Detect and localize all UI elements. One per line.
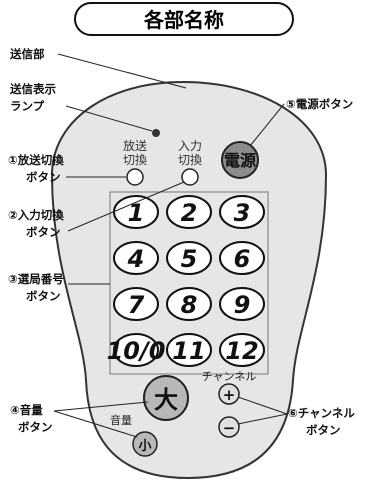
power-button-label: 電源 [224, 151, 256, 170]
label-broadcast-2: ボタン [26, 170, 61, 184]
leader-volume-down [53, 410, 138, 438]
leader-input [67, 181, 185, 232]
leader-channel-down [237, 413, 288, 425]
channel-down-button[interactable] [218, 416, 240, 438]
number-key-label: 11 [172, 337, 205, 365]
leader-channel-up [237, 396, 288, 415]
number-key[interactable]: 11 [166, 333, 212, 367]
number-key[interactable]: 8 [166, 287, 212, 321]
transmit-lamp [152, 129, 160, 137]
power-button[interactable] [221, 141, 259, 179]
number-key-shape[interactable] [113, 333, 159, 367]
label-lamp-2: ランプ [10, 99, 45, 113]
number-key-label: 5 [181, 245, 198, 273]
number-key-shape[interactable] [166, 333, 212, 367]
title-frame [74, 2, 294, 36]
number-key[interactable]: 2 [166, 195, 212, 229]
number-key-label: 12 [225, 337, 258, 365]
label-channel-2: ボタン [306, 423, 341, 437]
number-key-shape[interactable] [219, 241, 265, 275]
number-key[interactable]: 9 [219, 287, 265, 321]
number-key-panel [109, 191, 269, 375]
number-key-label: 9 [234, 291, 251, 319]
number-key-label: 8 [181, 291, 198, 319]
number-key[interactable]: 7 [113, 287, 159, 321]
number-key[interactable]: 5 [166, 241, 212, 275]
number-key-shape[interactable] [219, 333, 265, 367]
number-key[interactable]: 1 [113, 195, 159, 229]
leader-lines [53, 53, 288, 438]
number-key-label: 10/0 [107, 337, 166, 365]
label-volume-2: ボタン [18, 420, 53, 434]
volume-caption: 音量 [110, 413, 132, 427]
channel-up-button[interactable] [218, 383, 240, 405]
input-caption-1: 入力 [178, 139, 202, 153]
label-power: ⑤電源ボタン [286, 97, 353, 111]
number-key-shape[interactable] [113, 287, 159, 321]
label-transmitter: 送信部 [9, 47, 45, 61]
channel-caption: チャンネル [202, 370, 257, 383]
volume-up-label: 大 [154, 386, 178, 414]
label-input-1: ②入力切換 [8, 208, 64, 222]
number-key-shape[interactable] [113, 241, 159, 275]
number-key[interactable]: 6 [219, 241, 265, 275]
number-key-shape[interactable] [219, 287, 265, 321]
input-switch-button[interactable] [181, 168, 199, 186]
number-key-label: 7 [128, 291, 145, 319]
label-number-keys-1: ③選局番号 [8, 272, 64, 286]
input-caption-2: 切換 [178, 153, 202, 167]
broadcast-caption-2: 切換 [123, 153, 147, 167]
volume-down-label: 小 [138, 439, 151, 454]
number-key-label: 3 [234, 199, 251, 227]
leader-volume-up [53, 401, 149, 412]
number-key[interactable]: 4 [113, 241, 159, 275]
remote-body [50, 80, 328, 480]
volume-down-button[interactable] [132, 431, 158, 457]
number-key[interactable]: 10/0 [107, 333, 166, 367]
label-lamp-1: 送信表示 [9, 82, 56, 96]
volume-up-button[interactable] [143, 375, 189, 421]
page-title: 各部名称 [143, 8, 224, 32]
channel-up-label: + [223, 386, 236, 404]
leader-power [249, 103, 285, 147]
label-number-keys-2: ボタン [26, 289, 61, 303]
label-volume-1: ④音量 [10, 403, 43, 417]
number-key[interactable]: 3 [219, 195, 265, 229]
number-key-label: 2 [181, 199, 198, 227]
label-input-2: ボタン [26, 225, 61, 239]
title-banner: 各部名称 [74, 2, 294, 36]
broadcast-switch-button[interactable] [126, 168, 144, 186]
number-key-label: 4 [127, 245, 145, 273]
number-key-label: 1 [128, 199, 145, 227]
channel-down-label: − [223, 419, 236, 437]
leader-lamp [65, 105, 153, 132]
broadcast-caption-1: 放送 [123, 138, 147, 153]
number-key-shape[interactable] [219, 195, 265, 229]
number-key-shape[interactable] [166, 287, 212, 321]
label-broadcast-1: ①放送切換 [8, 153, 64, 167]
number-key-shape[interactable] [166, 241, 212, 275]
number-key-label: 6 [234, 245, 251, 273]
leader-transmitter [57, 53, 187, 89]
number-key-shape[interactable] [166, 195, 212, 229]
label-channel-1: ⑥チャンネル [288, 406, 355, 420]
number-key[interactable]: 12 [219, 333, 265, 367]
